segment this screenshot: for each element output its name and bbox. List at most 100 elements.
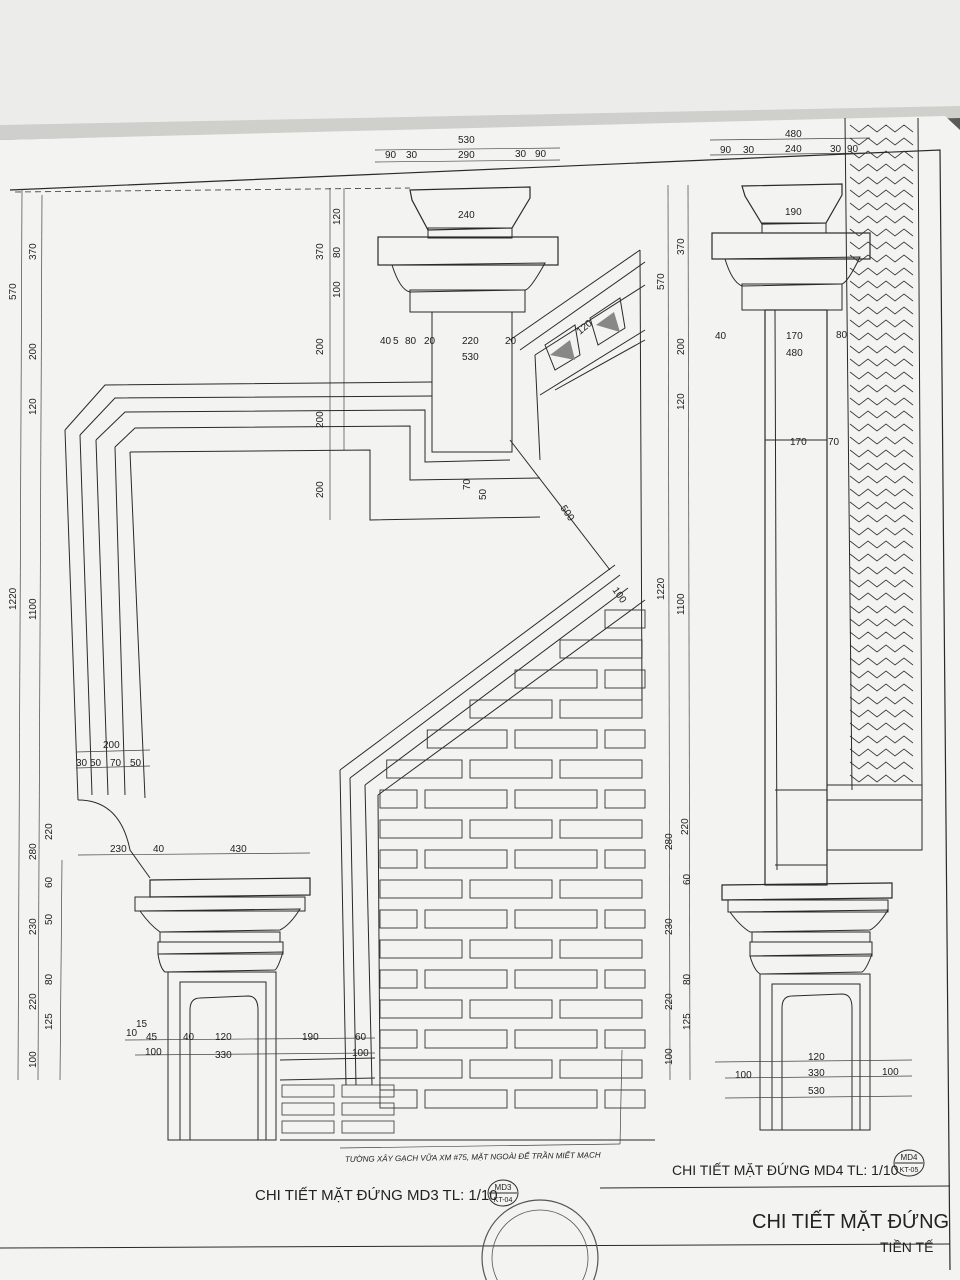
dim-md3-top-d: 30 [515,149,527,160]
dim-md3-left-8: 230 [28,918,39,935]
brick [559,699,643,719]
dim-md4-cap-width: 190 [785,207,802,218]
dim-md4-small-0: 60 [682,873,693,885]
dim-md3-cap-v-11: 200 [315,411,326,428]
brick [604,969,646,989]
md3-base-dim-line2 [134,1052,376,1056]
md3-dim-line-small [59,859,63,1081]
dim-md4-left-7: 220 [680,818,691,835]
brick [379,999,463,1019]
hatch-line [849,436,914,445]
brick [281,1102,335,1116]
hatch-line [849,683,914,692]
md3-dim-line-inner [37,194,43,1081]
wall-note: TƯỜNG XÂY GẠCH VỮA XM #75, MẶT NGOÀI ĐỂ … [345,1150,601,1164]
hatch-line [849,566,914,575]
hatch-line [849,696,914,705]
dim-md3-base-15: 100 [145,1047,162,1058]
md3-cap-neck [427,227,513,239]
dim-md3-base-16: 330 [215,1050,232,1061]
brick [604,1089,646,1109]
dim-md4-capbase-6: 80 [836,330,848,341]
frame-border [9,149,951,1271]
brick [379,1029,418,1049]
hatch-line [849,709,914,718]
dim-md3-cap-v-7: 200 [315,338,326,355]
brick [281,1120,335,1134]
brick [424,969,508,989]
back-page [0,0,960,132]
hatch-line [849,670,914,679]
dim-md3-cap-v-16: 50 [478,488,489,500]
hatch-line [849,280,914,289]
brick [469,699,553,719]
md3-top-dashed [14,187,411,193]
dim-md3-capbase-total: 530 [462,352,479,363]
hatch-line [849,410,914,419]
brick [514,729,598,749]
md3-tag-top: MD3 [495,1183,512,1192]
brick [469,879,553,899]
hatch-line [849,124,914,133]
brick [469,819,553,839]
md3-arm-dim-line [75,749,151,753]
dim-md3-base-6: 40 [183,1032,195,1043]
brick [379,879,463,899]
dim-md3-capbase-2: 80 [405,336,417,347]
hatch-line [849,137,914,146]
hatch-line [849,488,914,497]
dim-md4-capbase-total: 480 [786,348,803,359]
brick [341,1084,395,1098]
dim-md3-arm-3: 70 [110,758,122,769]
hatch-line [849,176,914,185]
dim-md3-capbase-0: 40 [380,336,392,347]
dim-md3-left-6: 280 [28,843,39,860]
brick [281,1084,335,1098]
dim-md3-capbase-5: 20 [505,336,517,347]
hatch-line [849,202,914,211]
md4-hatch-edge2 [917,117,923,791]
dim-md4-left-2: 200 [676,338,687,355]
brick [514,1089,598,1109]
brick [559,999,643,1019]
md4-tag-bottom: KT-05 [900,1167,919,1174]
brick [514,669,598,689]
hatch-line [849,449,914,458]
md3-tag: MD3 KT-04 [487,1179,519,1207]
dim-md3-cap-v-15: 70 [462,478,473,490]
dim-md4-left-9: 220 [664,993,675,1010]
dim-md4-base-13: 330 [808,1068,825,1079]
dim-md4-base-15: 530 [808,1086,825,1097]
brick [379,789,418,809]
dim-md4-shaft-0: 170 [790,437,807,448]
brick [604,789,646,809]
dim-md4-small-6: 80 [682,973,693,985]
hatch-line [849,592,914,601]
md3-cap-slab [377,236,559,266]
brick [379,1089,418,1109]
dim-md4-capbase-0: 40 [715,331,727,342]
md3-note-leader [339,1143,621,1149]
hatch-line [849,241,914,250]
brick [514,1029,598,1049]
dim-md4-base-7: 120 [808,1052,825,1063]
brick [379,909,418,929]
hatch-line [849,319,914,328]
dim-md4-top-b: 30 [743,145,755,156]
dim-md3-small-6: 80 [44,973,55,985]
hatch-line [849,163,914,172]
md4-base-dim-line [714,1059,913,1063]
brick [424,909,508,929]
brick [604,849,646,869]
dim-md3-left-4: 1220 [8,587,19,610]
md4-dim-line-outer [667,184,671,1081]
brick [559,879,643,899]
brick [604,1029,646,1049]
brick [341,1102,395,1116]
dim-md3-top-e: 90 [535,149,547,160]
hatch-line [849,332,914,341]
hatch-line [849,644,914,653]
brick [559,819,643,839]
hatch-line [849,605,914,614]
